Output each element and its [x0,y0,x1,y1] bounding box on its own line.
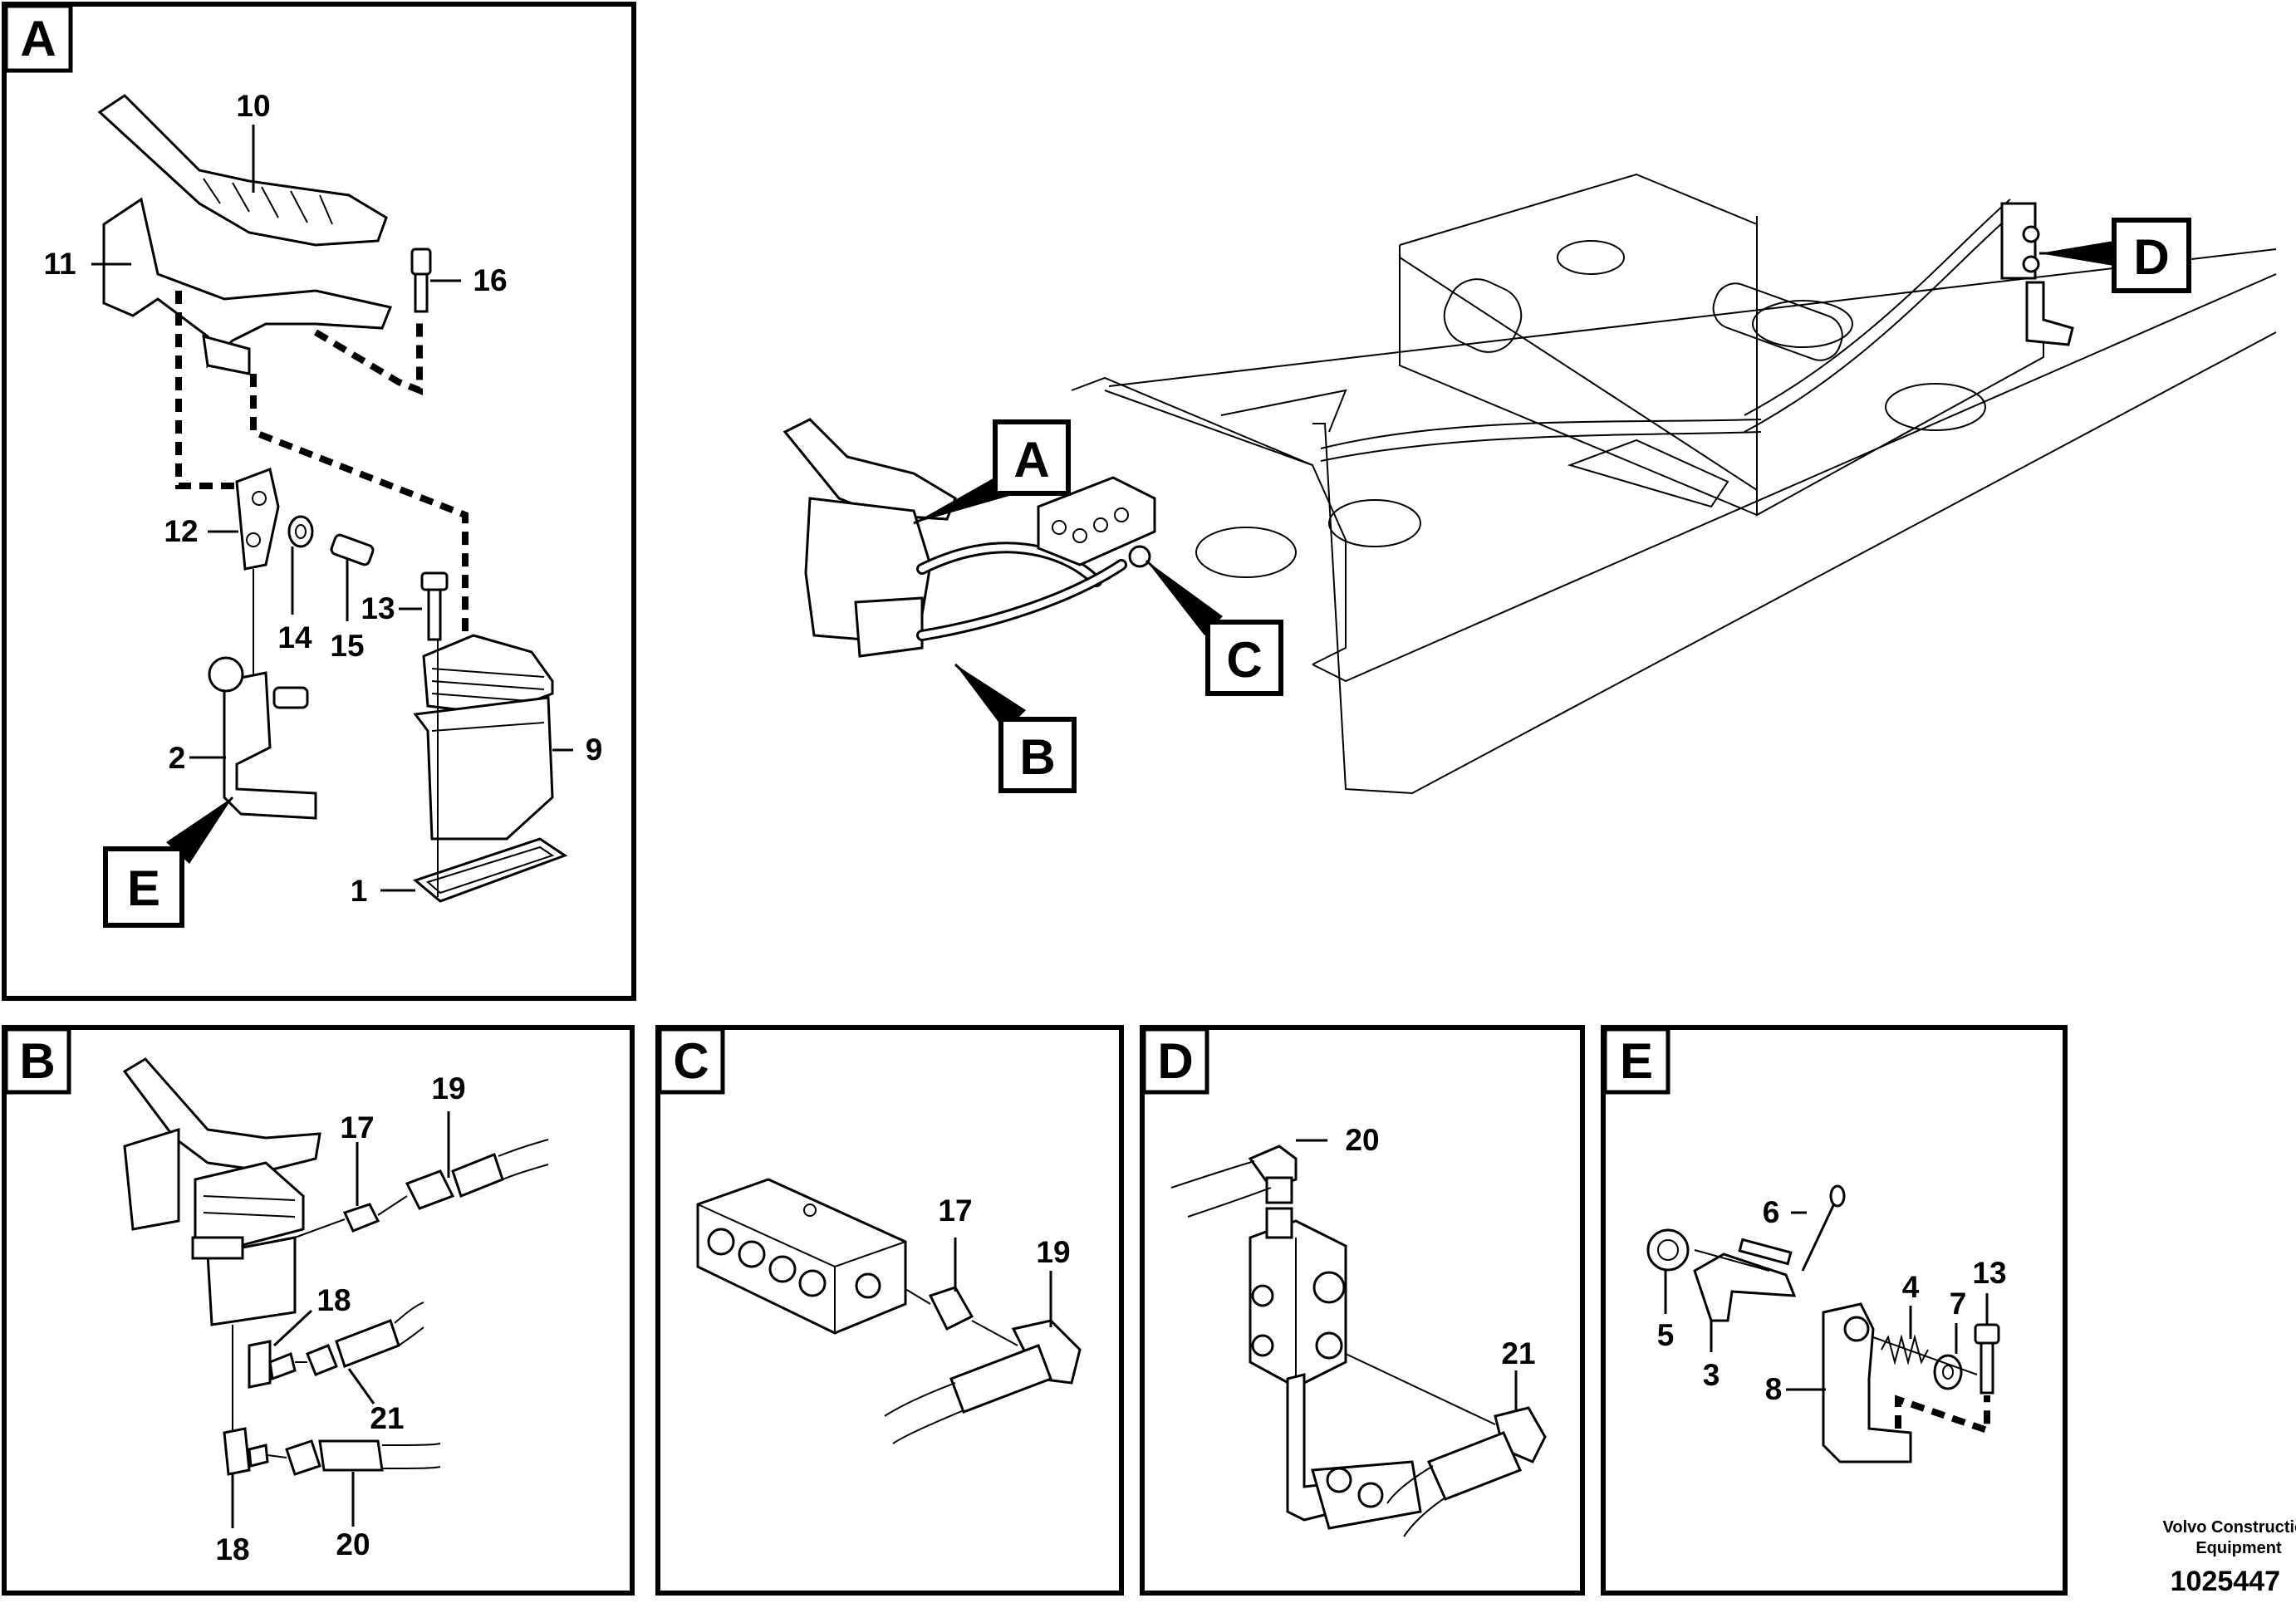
washer-part-7 [1933,1354,1963,1390]
knob-part-5 [1646,1228,1690,1272]
reference-number: 1025447 [2171,1566,2280,1597]
overview-callout-a: A [1013,432,1049,488]
part-number-label: 7 [1950,1287,1967,1321]
part-number-label: 20 [1345,1123,1379,1157]
part-number-label: 13 [1972,1256,2006,1290]
part-number-label: 16 [473,263,507,297]
part-number-label: 5 [1657,1318,1675,1352]
panel-e: E 6 4 7 13 5 [1601,1025,2068,1596]
part-number-label: 12 [164,514,198,548]
part-number-label: 1 [351,874,368,908]
elbow-part-18 [248,1340,272,1389]
maker-name-line2: Equipment [2195,1539,2282,1557]
pedal-bracket-part-11 [102,197,393,375]
part-number-label: 8 [1765,1372,1783,1406]
assembly-line-a3 [313,320,423,395]
footer: Volvo Construction Equipment 1025447 [2163,1518,2296,1597]
bolt-part-15 [330,533,375,566]
part-number-label: 3 [1703,1358,1720,1392]
part-number-label: 18 [215,1532,249,1566]
bolt-part-13 [1974,1323,2000,1395]
panel-c-label: C [673,1033,709,1089]
part-number-label: 20 [336,1527,370,1561]
panel-a-callout-e: E [127,860,160,916]
part-number-label: 17 [938,1194,972,1228]
part-number-label: 6 [1763,1195,1780,1229]
panel-b: B [2,1025,635,1596]
overview-callout-d: D [2133,229,2169,285]
panel-d-label: D [1157,1033,1193,1089]
overview-callout-c: C [1226,632,1262,688]
part-number-label: 17 [340,1110,374,1145]
spring-part-4 [1881,1334,1929,1365]
washer-part-14 [287,515,314,548]
part-number-label: 11 [43,247,76,281]
part-number-label: 15 [330,629,364,663]
assembly-line-a2 [250,374,469,631]
part-number-label: 10 [236,89,270,123]
overview-callout-b: B [1019,729,1055,785]
part-number-label: 2 [169,741,186,775]
panel-a-label: A [20,11,56,66]
hose-fitting-part-20 [285,1439,321,1476]
bracket-part-8 [1822,1302,1912,1463]
gasket-part-1 [412,837,568,903]
manifold-block [696,1178,907,1335]
part-number-label: 9 [586,733,603,767]
hose-fitting-part-19 [405,1169,455,1210]
part-number-label: 13 [361,591,395,625]
panel-e-label: E [1620,1033,1653,1089]
fitting-part-17 [342,1203,380,1233]
part-number-label: 4 [1902,1270,1920,1304]
bolt-part-13 [420,571,449,641]
part-number-label: 21 [1501,1336,1535,1370]
pedal-part-10 [97,94,388,247]
hose-fitting-part-21 [306,1344,338,1376]
link-plate-part-12 [235,467,280,571]
panel-c: C 17 19 [655,1025,1124,1596]
bolt-part-16 [410,248,432,313]
part-number-label: 14 [277,620,312,654]
assembly-line-a1 [175,291,245,489]
maker-name-line1: Volvo Construction [2163,1518,2296,1537]
part-number-label: 18 [316,1283,351,1317]
part-number-label: 21 [370,1401,404,1435]
valve-body-part-9 [413,634,554,841]
panel-d: D 20 21 [1140,1025,1585,1596]
panel-b-label: B [19,1033,55,1089]
machine-overview: D A B C [783,173,2277,795]
fitting-part-17 [928,1286,974,1331]
part-number-label: 19 [1036,1235,1070,1269]
part-number-label: 19 [431,1071,465,1105]
pin-part-6 [1801,1199,1837,1272]
assembly-line-e [1895,1395,1990,1435]
panel-a: A [2,2,636,1001]
bracket-part-2 [208,656,317,820]
